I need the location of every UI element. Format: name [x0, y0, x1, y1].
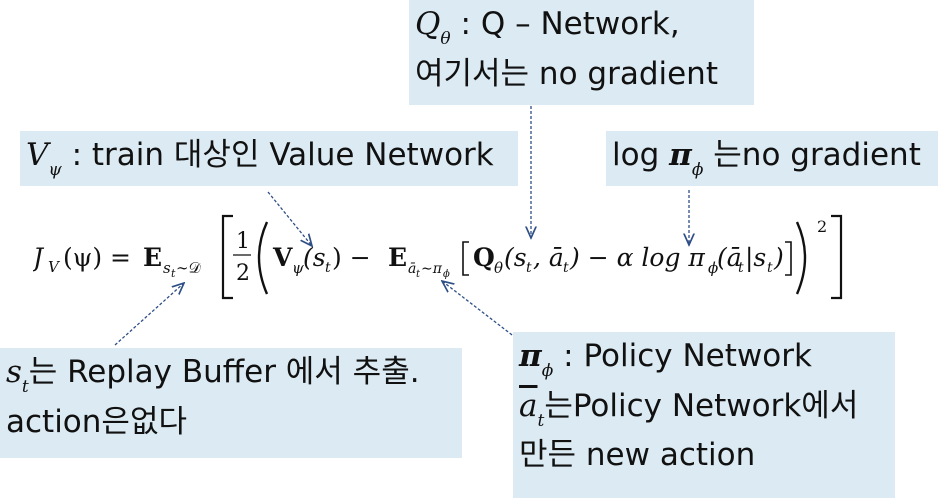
formula-q-arg: (s — [504, 243, 527, 272]
formula-pi-arg-close: ) — [773, 243, 784, 272]
formula-expectation2-sub-rest: ∼π — [421, 261, 443, 277]
formula-expectation-sub-t: t — [171, 267, 176, 280]
formula-q-arg-t2: t — [563, 260, 569, 276]
formula-q-arg-t: t — [526, 260, 532, 276]
formula-pi-arg: (ā — [717, 243, 742, 272]
formula-value-arg-t: t — [325, 260, 331, 276]
formula-expectation2-sub: ā — [408, 261, 416, 277]
formula-expectation2: E — [388, 243, 407, 272]
arrow-v-network — [267, 191, 312, 246]
formula-expectation: E — [143, 243, 162, 272]
q-network-line2: 여기서는 no gradient — [415, 55, 718, 92]
policy-line1: πϕ : Policy Network — [519, 338, 812, 381]
formula-expectation-sub-rest: ∼𝒟 — [176, 259, 201, 277]
arrow-policy — [442, 281, 517, 339]
objective-formula: J V (ψ) = E s t ∼𝒟 1 2 V ψ (s t ) − E ā … — [33, 214, 843, 300]
formula-value-arg: (s — [303, 243, 326, 272]
formula-left-bracket — [221, 214, 233, 300]
replay-line2: action은없다 — [6, 403, 187, 440]
formula-inner-right-bracket — [785, 241, 792, 276]
formula-expectation2-sub-t: t — [416, 269, 421, 280]
replay-line1: st는 Replay Buffer 에서 추출. — [6, 354, 420, 397]
formula-frac-num: 1 — [236, 229, 250, 254]
formula-lhs: J — [33, 243, 45, 272]
formula-inner-left-bracket — [462, 241, 469, 276]
formula-pi-arg-t2: t — [767, 260, 773, 276]
formula-power: 2 — [817, 217, 827, 236]
formula-pi-arg-mid: |s — [745, 243, 766, 273]
replay-buffer-annotation: st는 Replay Buffer 에서 추출. action은없다 — [0, 348, 462, 458]
formula-right-bracket — [831, 214, 843, 300]
formula-left-paren — [257, 221, 269, 295]
formula-value-arg-close: ) − — [332, 243, 371, 272]
q-network-annotation: Qθ : Q – Network, 여기서는 no gradient — [409, 0, 754, 105]
formula-pi-sub: ϕ — [708, 259, 718, 277]
formula-lhs-arg: (ψ) = — [63, 243, 131, 272]
formula-right-paren — [795, 221, 807, 295]
formula-pi-arg-t: t — [738, 260, 744, 276]
arrow-replay — [114, 283, 184, 346]
formula-expectation2-sub-phi: ϕ — [443, 269, 450, 280]
formula-value: V — [272, 243, 293, 272]
q-network-line1: Qθ : Q – Network, — [415, 6, 680, 49]
formula-q: Q — [473, 243, 495, 272]
formula-lhs-sub: V — [48, 258, 61, 276]
formula-value-sub: ψ — [292, 259, 304, 277]
v-network-annotation: Vψ : train 대상인 Value Network — [20, 131, 518, 186]
log-pi-annotation: log πϕ 는no gradient — [606, 131, 938, 186]
policy-line2: at는Policy Network에서 — [519, 387, 859, 431]
policy-line3: 만든 new action — [519, 437, 756, 474]
formula-frac-den: 2 — [236, 261, 250, 286]
formula-q-arg-mid: , ā — [533, 243, 564, 272]
formula-expectation-sub: s — [163, 259, 171, 277]
policy-network-annotation: πϕ : Policy Network at는Policy Network에서 … — [513, 332, 895, 498]
formula-q-arg-close: ) − α log π — [569, 243, 705, 272]
formula-q-sub: θ — [494, 259, 503, 277]
